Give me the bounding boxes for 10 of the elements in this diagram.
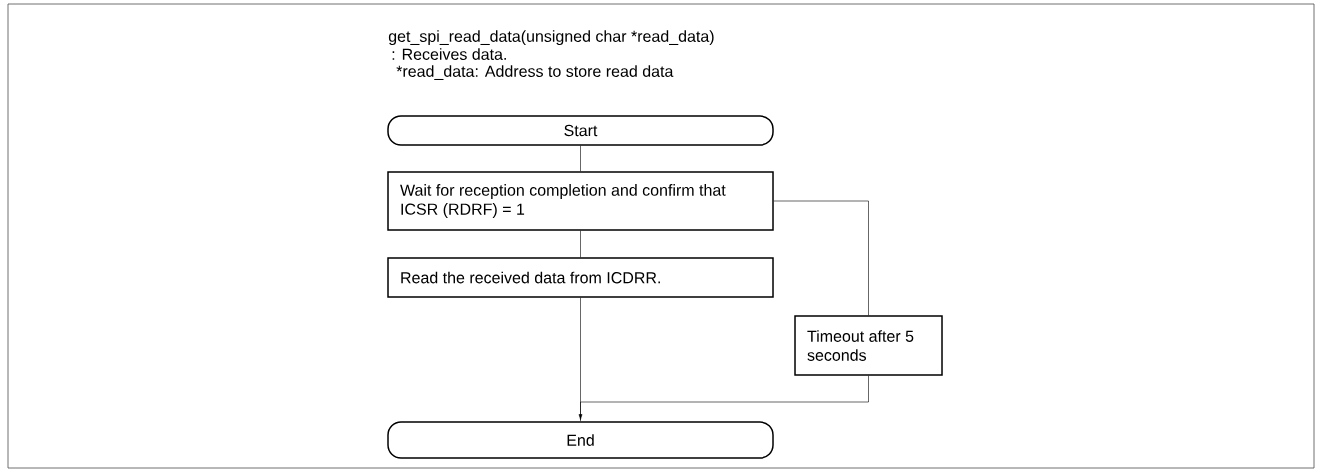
connector <box>580 145 581 172</box>
arrow <box>578 375 869 420</box>
description-text: *read_data: Address to store read data <box>396 65 674 80</box>
connector <box>773 200 869 316</box>
process-box: Wait for reception completion and confirm that ICSR (RDRF) = 1 <box>387 171 774 231</box>
process-box: Timeout after 5 seconds <box>794 315 943 376</box>
description-text: : Receives data. <box>392 48 506 60</box>
process-box: Read the received data from ICDRR. <box>387 257 774 298</box>
function-signature: get_spi_read_data(unsigned char *read_data) <box>388 30 714 46</box>
connector <box>580 230 581 258</box>
